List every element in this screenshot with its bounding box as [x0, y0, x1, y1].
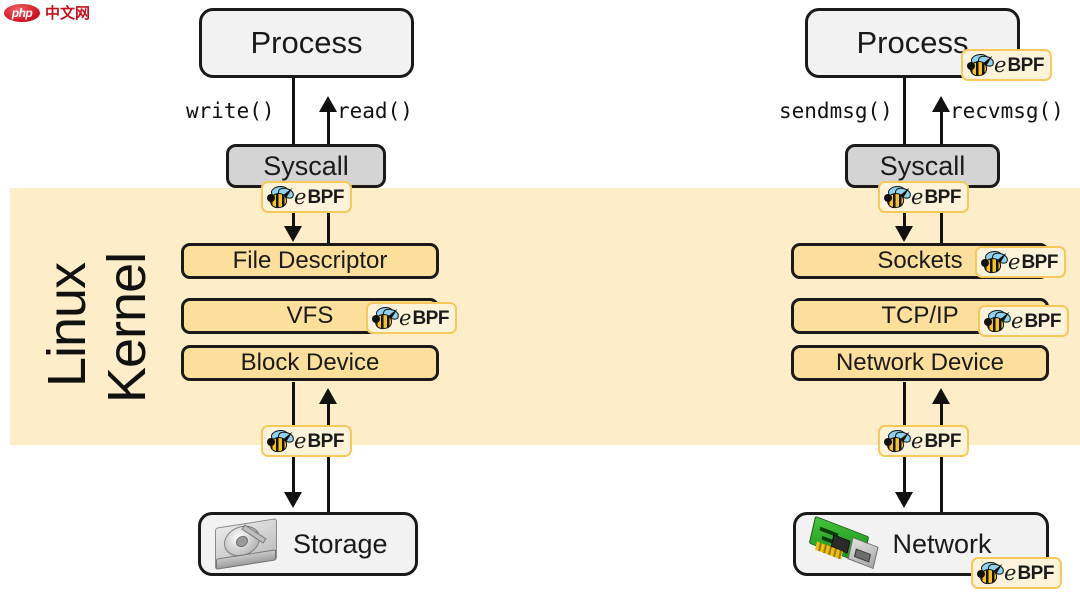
bee-icon — [267, 183, 295, 210]
right-process-label: Process — [856, 25, 969, 60]
bee-icon — [267, 427, 295, 454]
right-syscall-up-line — [940, 208, 943, 243]
right-syscall-label: Syscall — [879, 150, 966, 181]
kernel-label-kernel: Kernel — [97, 252, 157, 404]
ebpf-badge-e: e — [911, 428, 924, 453]
right-syscall-down-arrowhead — [895, 226, 913, 242]
left-syscall-up-line — [327, 208, 330, 243]
right-endpoint-label-network: Network — [892, 528, 992, 559]
ebpf-badge-left-syscall[interactable]: e BPF — [261, 181, 352, 213]
kernel-label-linux: Linux — [37, 262, 97, 388]
left-read-arrowhead — [319, 96, 337, 112]
right-layer-label-network-device: Network Device — [835, 349, 1005, 376]
ebpf-badge-right-network[interactable]: e BPF — [971, 557, 1062, 589]
ebpf-badge-e: e — [994, 52, 1007, 77]
ebpf-badge-bpf: BPF — [412, 307, 449, 329]
right-network-up-arrowhead — [932, 388, 950, 404]
network-card-icon — [808, 515, 879, 570]
bee-icon — [372, 304, 400, 331]
php-logo: php — [4, 3, 40, 22]
ebpf-badge-e: e — [294, 184, 307, 209]
ebpf-badge-bpf: BPF — [307, 186, 344, 208]
left-storage-up-arrowhead — [319, 388, 337, 404]
right-sendmsg-line — [903, 78, 906, 150]
ebpf-badge-e: e — [294, 428, 307, 453]
bee-icon — [884, 183, 912, 210]
ebpf-badge-bpf: BPF — [924, 186, 961, 208]
left-call-down-label: write() — [186, 99, 275, 123]
right-layer-label-tcpip: TCP/IP — [881, 302, 959, 329]
right-recvmsg-arrowhead — [932, 96, 950, 112]
ebpf-badge-right-process[interactable]: e BPF — [961, 49, 1052, 81]
right-layer-box-network-device[interactable]: Network Device — [791, 345, 1049, 381]
ebpf-badge-bpf: BPF — [1024, 310, 1061, 332]
ebpf-badge-bpf: BPF — [1017, 562, 1054, 584]
left-syscall-down-arrowhead — [284, 226, 302, 242]
right-network-up-line — [940, 400, 943, 515]
left-layer-label-file-descriptor: File Descriptor — [232, 247, 388, 274]
ebpf-badge-left-block-device[interactable]: e BPF — [261, 425, 352, 457]
right-recvmsg-line — [940, 110, 943, 150]
left-layer-box-block-device[interactable]: Block Device — [181, 345, 439, 381]
ebpf-badge-right-sockets[interactable]: e BPF — [975, 246, 1066, 278]
ebpf-badge-left-vfs[interactable]: e BPF — [366, 302, 457, 334]
right-call-up-label: recvmsg() — [950, 99, 1064, 123]
ebpf-badge-right-syscall[interactable]: e BPF — [878, 181, 969, 213]
left-layer-label-block-device: Block Device — [240, 349, 380, 376]
left-endpoint-box-storage[interactable]: Storage — [198, 512, 418, 576]
bee-icon — [977, 559, 1005, 586]
right-process-box[interactable]: Process — [805, 8, 1020, 78]
ebpf-badge-e: e — [1011, 308, 1024, 333]
bee-icon — [884, 427, 912, 454]
left-syscall-label: Syscall — [263, 150, 349, 181]
bee-icon — [967, 51, 995, 78]
right-call-down-label: sendmsg() — [779, 99, 893, 123]
left-process-label: Process — [250, 25, 363, 60]
bee-icon — [981, 248, 1009, 275]
ebpf-badge-bpf: BPF — [1007, 54, 1044, 76]
ebpf-badge-e: e — [399, 305, 412, 330]
left-layer-label-vfs: VFS — [286, 302, 334, 329]
right-layer-label-sockets: Sockets — [877, 247, 963, 274]
left-storage-up-line — [327, 400, 330, 515]
ebpf-badge-e: e — [1004, 560, 1017, 585]
bee-icon — [984, 307, 1012, 334]
left-storage-down-arrowhead — [284, 492, 302, 508]
right-network-down-arrowhead — [895, 492, 913, 508]
left-layer-box-file-descriptor[interactable]: File Descriptor — [181, 243, 439, 279]
left-endpoint-label-storage: Storage — [293, 528, 388, 559]
left-read-line — [327, 110, 330, 150]
ebpf-badge-e: e — [1008, 249, 1021, 274]
hard-disk-icon — [215, 518, 277, 570]
left-syscall-down-line — [292, 208, 295, 238]
ebpf-badge-e: e — [911, 184, 924, 209]
ebpf-badge-right-tcpip[interactable]: e BPF — [978, 305, 1069, 337]
right-syscall-down-line — [903, 208, 906, 238]
left-syscall-box[interactable]: Syscall — [226, 144, 386, 188]
ebpf-badge-bpf: BPF — [1021, 251, 1058, 273]
right-syscall-box[interactable]: Syscall — [845, 144, 1000, 188]
left-call-up-label: read() — [337, 99, 413, 123]
left-process-box[interactable]: Process — [199, 8, 414, 78]
ebpf-badge-bpf: BPF — [307, 430, 344, 452]
watermark: php 中文网 — [4, 2, 90, 23]
watermark-site-text: 中文网 — [45, 4, 91, 22]
ebpf-badge-bpf: BPF — [924, 430, 961, 452]
left-write-line — [292, 78, 295, 150]
ebpf-badge-right-network-device[interactable]: e BPF — [878, 425, 969, 457]
